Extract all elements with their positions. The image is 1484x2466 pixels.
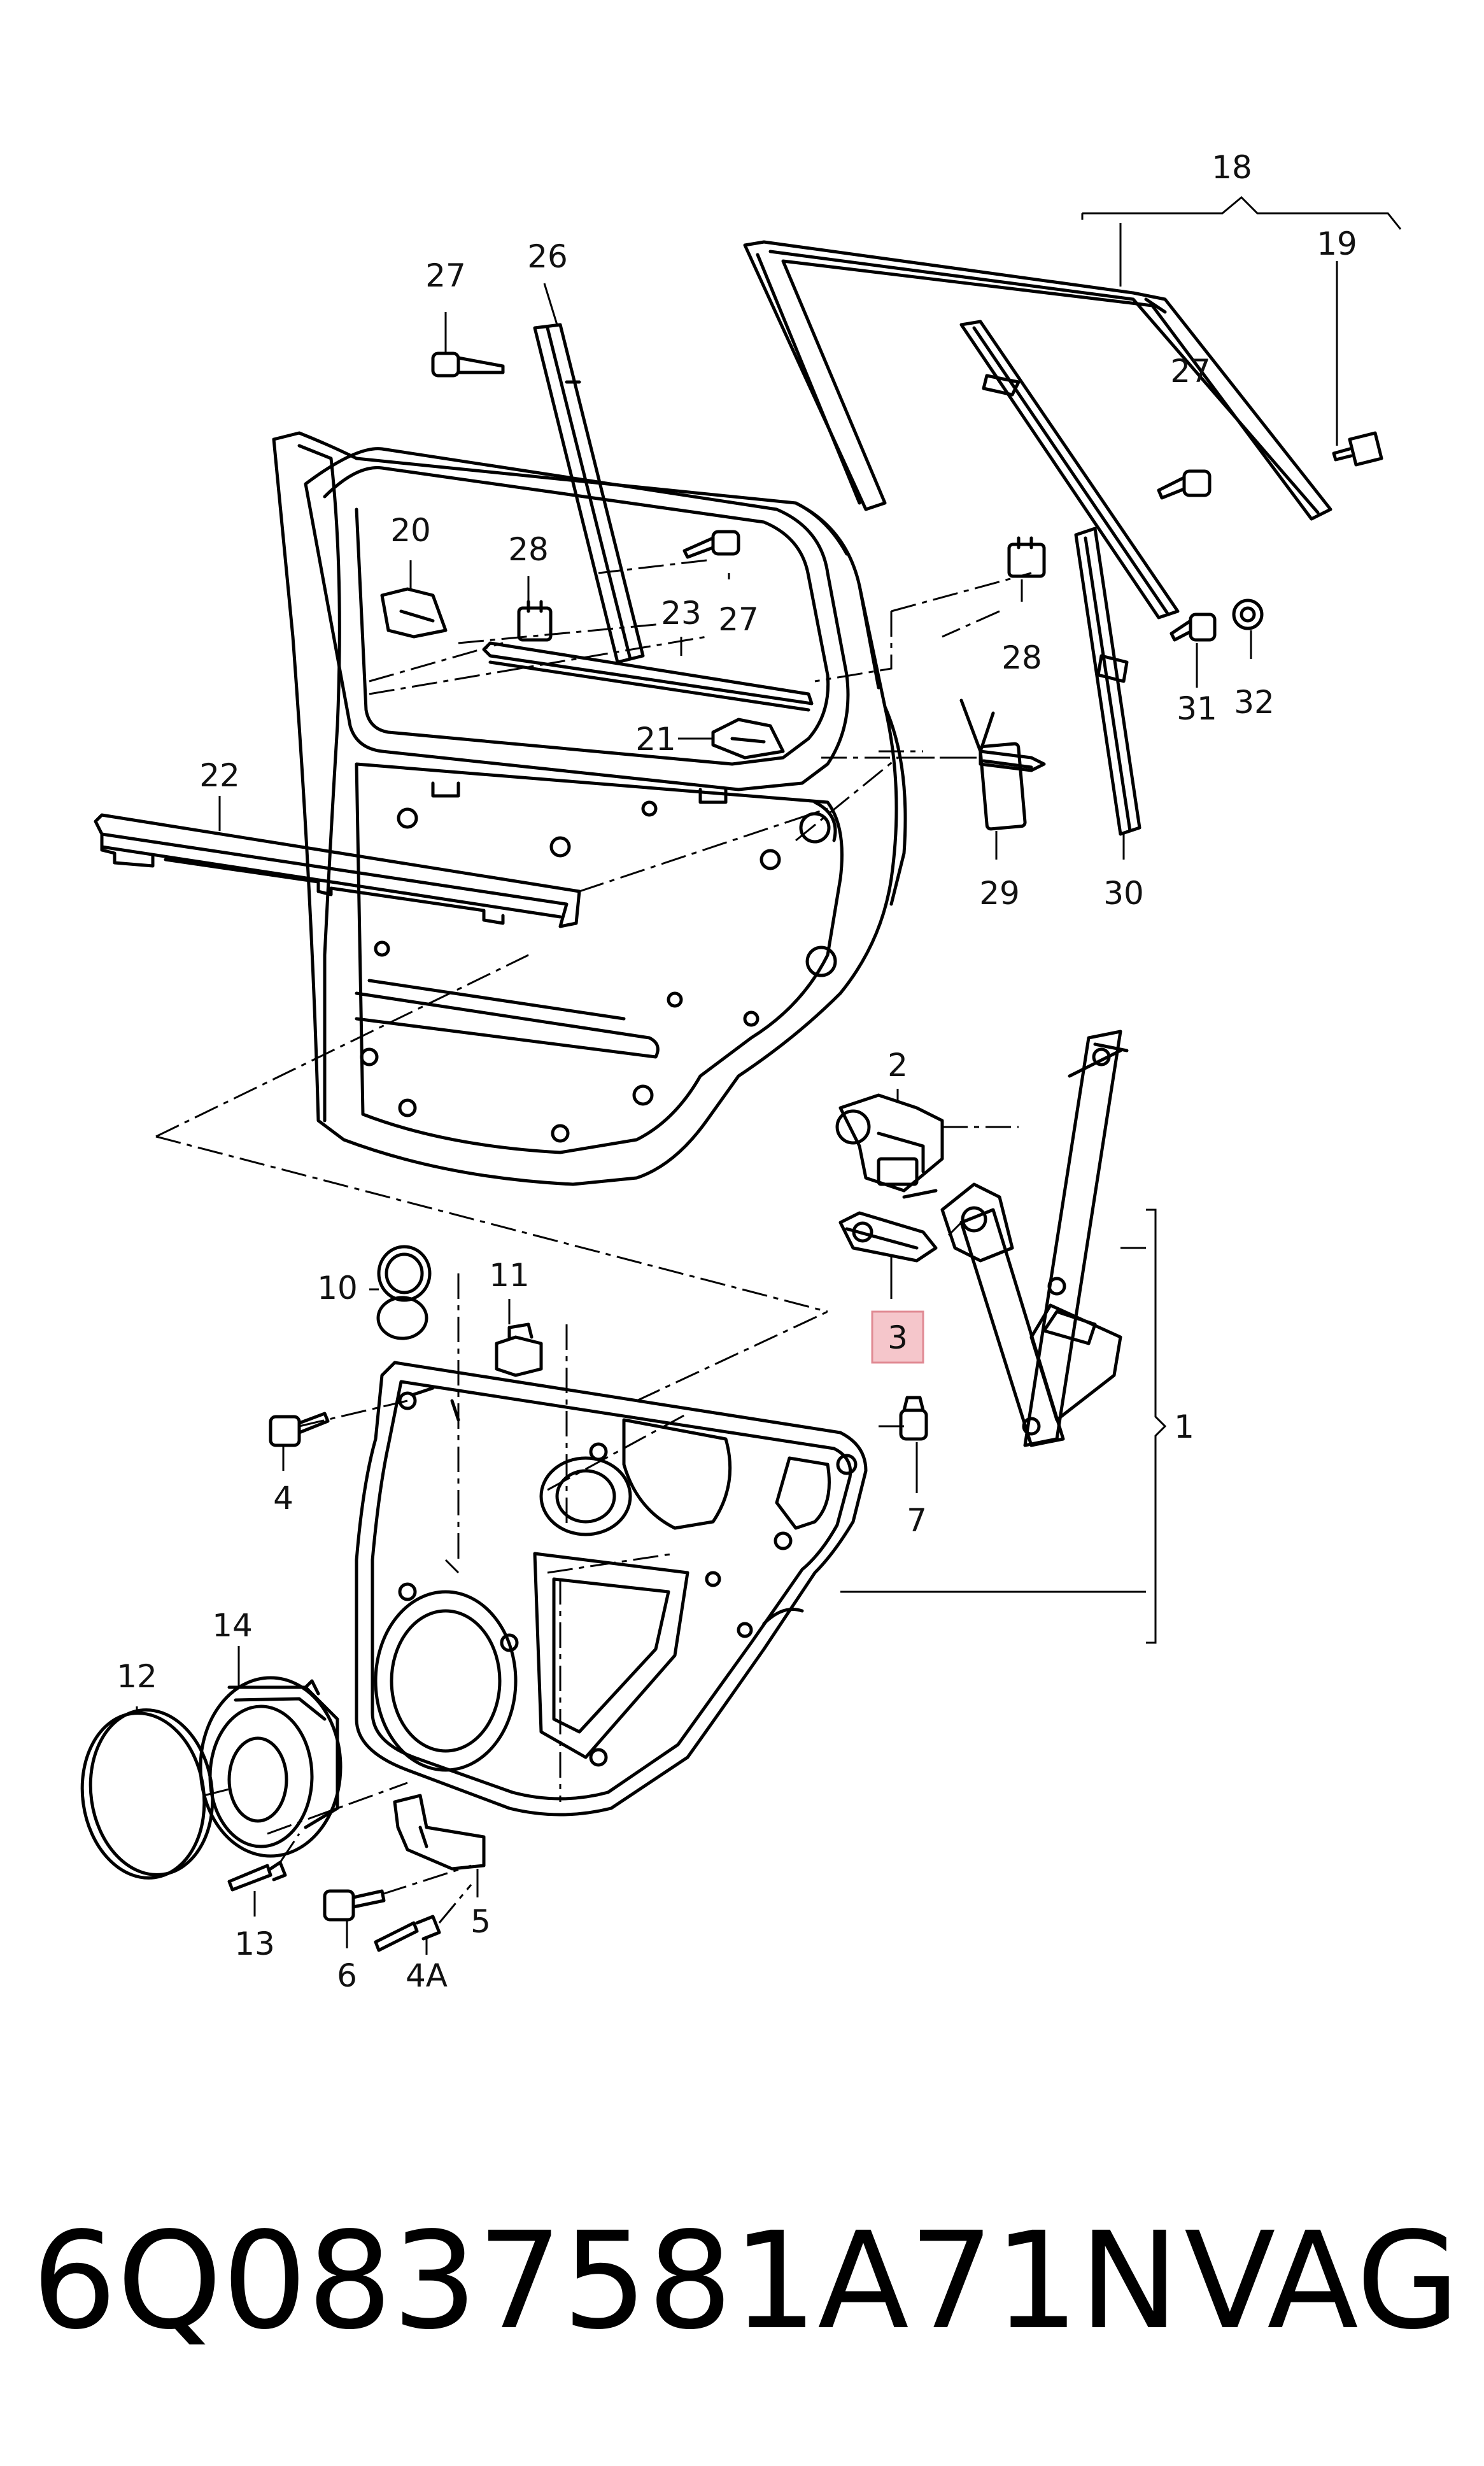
callout-4A: 4A	[406, 1957, 448, 1994]
screw-31	[1170, 613, 1217, 642]
screw-27c	[1157, 469, 1212, 500]
footer: 6Q0837581A71N VAG	[0, 2190, 1484, 2381]
screw-27b	[682, 530, 740, 559]
screw-27a	[431, 351, 505, 378]
callout-3-highlight	[871, 1310, 924, 1364]
callout-13: 13	[234, 1925, 275, 1962]
callout-6: 6	[337, 1957, 357, 1994]
door-shell	[272, 431, 907, 1186]
bracket-5	[393, 1794, 486, 1871]
callout-28: 28	[508, 531, 549, 568]
screw-13	[227, 1860, 287, 1892]
screw-6	[323, 1889, 386, 1922]
part-number: 6Q0837581A71N	[32, 2203, 1180, 2359]
callout-29: 29	[979, 875, 1020, 912]
callout-5: 5	[470, 1903, 491, 1940]
nut-7	[899, 1396, 928, 1441]
cap-32	[1232, 599, 1264, 630]
callout-2: 2	[887, 1047, 908, 1084]
clip-20	[380, 587, 448, 639]
control-unit-3	[838, 1211, 938, 1263]
callout-27: 27	[425, 257, 466, 294]
clip-21	[711, 718, 785, 760]
callout-27: 27	[1170, 353, 1211, 390]
alignment-lines	[155, 559, 1032, 1924]
callout-23: 23	[661, 595, 702, 632]
callout-19: 19	[1317, 225, 1357, 262]
callout-14: 14	[212, 1607, 253, 1644]
seal-29	[959, 698, 1046, 831]
callout-3: 3	[887, 1319, 908, 1356]
clip-28b	[1007, 536, 1046, 578]
clip-19	[1332, 431, 1383, 467]
division-channel-30	[959, 320, 1180, 836]
clip-11	[495, 1322, 543, 1377]
callout-32: 32	[1234, 684, 1275, 721]
callout-28: 28	[1001, 639, 1042, 676]
callout-1: 1	[1174, 1408, 1194, 1445]
callout-18: 18	[1212, 149, 1252, 186]
regulator-assembly-1	[940, 1030, 1129, 1447]
callout-30: 30	[1103, 875, 1144, 912]
motor-2	[835, 1093, 944, 1199]
callout-labels: 18 19 27 26 27 20 28 27 23 28 31 32 21 2…	[117, 149, 1357, 1994]
brand-name: VAG	[1184, 2203, 1460, 2359]
callout-12: 12	[117, 1658, 157, 1695]
callout-21: 21	[635, 721, 676, 758]
callout-26: 26	[527, 238, 568, 275]
callout-11: 11	[489, 1257, 530, 1294]
callout-31: 31	[1177, 690, 1217, 727]
callout-22: 22	[199, 757, 240, 794]
cap-10	[376, 1245, 432, 1340]
leader-lines	[136, 195, 1402, 1955]
rivet-4A	[374, 1915, 441, 1952]
outer-seal-strip-22	[94, 813, 581, 928]
trim-strip-26	[533, 323, 645, 664]
speaker-cover-12	[80, 1708, 215, 1880]
callout-10: 10	[317, 1270, 358, 1307]
window-channel-18	[743, 240, 1332, 521]
speaker-14	[199, 1676, 343, 1858]
callout-7: 7	[907, 1502, 927, 1539]
screw-4	[269, 1412, 330, 1447]
door-module-carrier	[355, 1361, 868, 1817]
callout-4: 4	[273, 1480, 293, 1517]
seal-strip-23	[482, 641, 814, 712]
callout-20: 20	[390, 512, 431, 549]
callout-27: 27	[718, 601, 759, 638]
